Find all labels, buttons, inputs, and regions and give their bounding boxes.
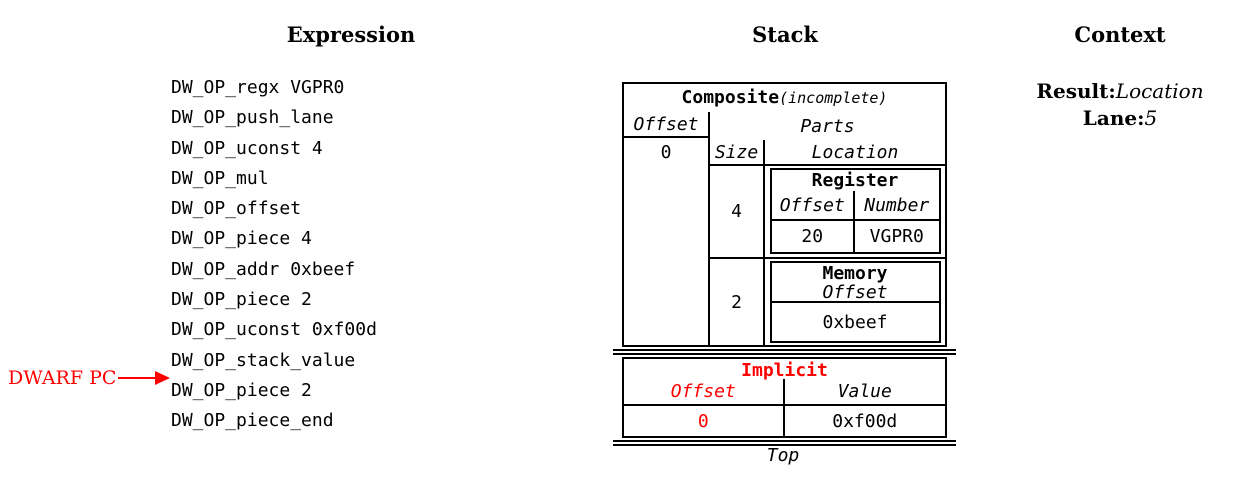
stack-top-label: Top xyxy=(766,445,800,466)
register-number-header: Number xyxy=(855,191,939,221)
result-label: Result: xyxy=(1036,79,1116,103)
composite-parts-header: Parts xyxy=(800,115,855,137)
stack-entry-separator xyxy=(613,349,956,355)
composite-title: Composite xyxy=(681,87,780,108)
composite-parts-column: Parts Size Location 4 Register Offset Nu… xyxy=(710,112,945,345)
expression-list: DW_OP_regx VGPR0 DW_OP_push_lane DW_OP_u… xyxy=(171,73,411,437)
register-offset-value: 20 xyxy=(772,221,855,252)
register-box-grid: Offset Number 20 VGPR0 xyxy=(771,191,939,252)
expression-item: DW_OP_stack_value xyxy=(171,349,356,371)
dwarf-pc-label: DWARF PC xyxy=(8,367,117,389)
stack-column-title: Stack xyxy=(752,22,818,47)
stack-entry-implicit: Implicit Offset Value 0 0xf00d xyxy=(622,357,947,438)
memory-offset-value: 0xbeef xyxy=(822,311,888,333)
expression-item: DW_OP_uconst 4 xyxy=(171,137,323,159)
dwarf-pc-pointer: DWARF PC xyxy=(8,366,171,390)
implicit-value-header: Value xyxy=(784,379,945,406)
implicit-offset-header: Offset xyxy=(624,379,785,406)
expression-item: DW_OP_mul xyxy=(171,167,269,189)
expression-item: DW_OP_piece 2 xyxy=(171,289,312,311)
expression-item: DW_OP_offset xyxy=(171,198,302,220)
context-result-row: Result:Location xyxy=(1036,78,1203,105)
context-lane-row: Lane:5 xyxy=(1036,105,1203,132)
expression-item: DW_OP_piece 2 xyxy=(171,379,312,401)
memory-offset-header: Offset xyxy=(771,282,939,303)
expression-item: DW_OP_uconst 0xf00d xyxy=(171,319,377,341)
composite-offset-value: 0 xyxy=(660,141,672,163)
parts-location-header: Location xyxy=(765,140,945,166)
composite-title-qualifier: (incomplete) xyxy=(779,89,888,107)
expression-item: DW_OP_push_lane xyxy=(171,107,334,129)
lane-label: Lane: xyxy=(1082,106,1145,130)
expression-item: DW_OP_piece 4 xyxy=(171,228,312,250)
part-size-value: 4 xyxy=(710,166,765,259)
stack-bottom-separator xyxy=(613,440,956,446)
dwarf-pc-arrow-shaft xyxy=(118,377,156,379)
composite-offset-header: Offset xyxy=(624,112,708,138)
implicit-grid: Offset Value 0 0xf00d xyxy=(624,379,945,436)
lane-value: 5 xyxy=(1144,106,1158,130)
part-location-cell: Register Offset Number 20 VGPR0 xyxy=(765,166,945,259)
expression-item: DW_OP_piece_end xyxy=(171,410,334,432)
memory-location-box: Memory Offset 0xbeef xyxy=(769,261,941,343)
expression-item: DW_OP_regx VGPR0 xyxy=(171,77,345,98)
context-column-title: Context xyxy=(1074,22,1166,47)
implicit-title: Implicit xyxy=(741,359,828,381)
expression-column-title: Expression xyxy=(286,22,416,47)
memory-box-title: Memory xyxy=(822,262,888,284)
expression-item: DW_OP_addr 0xbeef xyxy=(171,258,356,280)
register-number-value: VGPR0 xyxy=(869,226,924,247)
parts-size-header: Size xyxy=(710,140,765,166)
part-location-cell: Memory Offset 0xbeef xyxy=(765,259,945,345)
implicit-value: 0xf00d xyxy=(832,410,898,432)
composite-title-row: Composite(incomplete) xyxy=(624,84,945,112)
composite-offset-column: Offset 0 xyxy=(624,112,710,345)
dwarf-pc-arrow-icon xyxy=(155,371,171,385)
register-location-box: Register Offset Number 20 VGPR0 xyxy=(769,168,941,254)
register-offset-header: Offset xyxy=(771,191,855,221)
implicit-offset-value: 0 xyxy=(624,406,785,436)
result-value: Location xyxy=(1115,79,1204,103)
part-size-value: 2 xyxy=(710,259,765,345)
composite-body: Offset 0 Parts Size Location 4 Register … xyxy=(624,112,945,345)
composite-parts-grid: Size Location 4 Register Offset Number 2… xyxy=(710,140,945,345)
context-block: Result:Location Lane:5 xyxy=(1036,78,1203,132)
stack-entry-composite: Composite(incomplete) Offset 0 Parts Siz… xyxy=(622,82,947,347)
register-box-title: Register xyxy=(811,170,899,191)
